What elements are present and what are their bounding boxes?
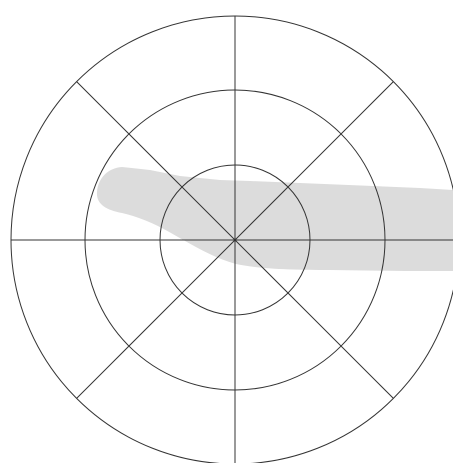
diagram-canvas <box>0 0 453 463</box>
polar-grid-diagram <box>0 0 453 463</box>
